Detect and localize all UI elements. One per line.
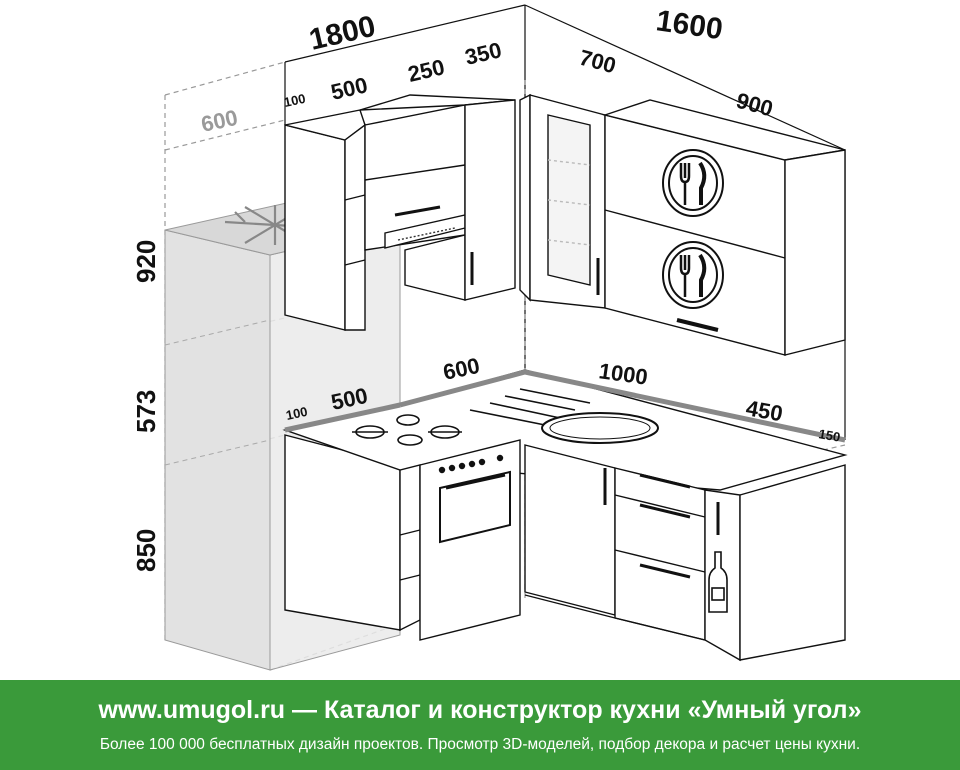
- dim-top-500: 500: [329, 72, 370, 105]
- hob: [352, 414, 462, 446]
- sink-bowl: [541, 412, 659, 444]
- upper-open-shelf: [284, 109, 366, 331]
- wall-edge-left: [284, 402, 401, 433]
- dim-depth-600: 600: [199, 105, 240, 137]
- wall-edge-line: [399, 369, 846, 443]
- upper-right-cabinet: [602, 99, 846, 356]
- dim-left-run: 1800: [306, 10, 378, 57]
- dim-top-250: 250: [406, 54, 447, 87]
- bottle-cabinet: [704, 464, 846, 662]
- lower-corner-cabinet: [524, 444, 616, 616]
- lower-left-cabinet: [284, 434, 421, 632]
- plinth: [524, 594, 706, 641]
- footer-banner: www.umugol.ru — Каталог и конструктор ку…: [0, 680, 960, 770]
- dim-counter-100: 100: [285, 404, 309, 423]
- dim-h-850: 850: [131, 529, 161, 572]
- cutlery-icon-2: [662, 241, 724, 309]
- oven: [419, 439, 521, 641]
- footer-subtitle: Более 100 000 бесплатных дизайн проектов…: [99, 736, 861, 753]
- dim-counter-1000: 1000: [597, 358, 649, 390]
- upper-cabinet-hood: [359, 94, 516, 251]
- dim-top-700: 700: [577, 45, 619, 79]
- upper-corner-glass-cabinet: [519, 93, 606, 309]
- sink-drainboard: [469, 388, 591, 426]
- kitchen-diagram: 1800 1600 100 500 250 350 700 900 600 92…: [131, 4, 848, 671]
- dim-right-run: 1600: [654, 4, 725, 46]
- dim-top-100: 100: [283, 91, 307, 110]
- upper-cabinet-right-of-hood: [404, 99, 516, 301]
- dim-top-350: 350: [463, 37, 504, 70]
- dim-h-920: 920: [131, 240, 161, 283]
- dim-h-573: 573: [131, 390, 161, 433]
- dim-top-900: 900: [734, 88, 776, 122]
- footer-title[interactable]: www.umugol.ru — Каталог и конструктор ку…: [98, 696, 862, 724]
- dim-counter-150: 150: [817, 426, 841, 445]
- cutlery-icon: [662, 149, 724, 217]
- bottle-icon: [708, 551, 728, 613]
- dim-counter-600: 600: [441, 353, 482, 385]
- drawer-unit: [614, 467, 706, 641]
